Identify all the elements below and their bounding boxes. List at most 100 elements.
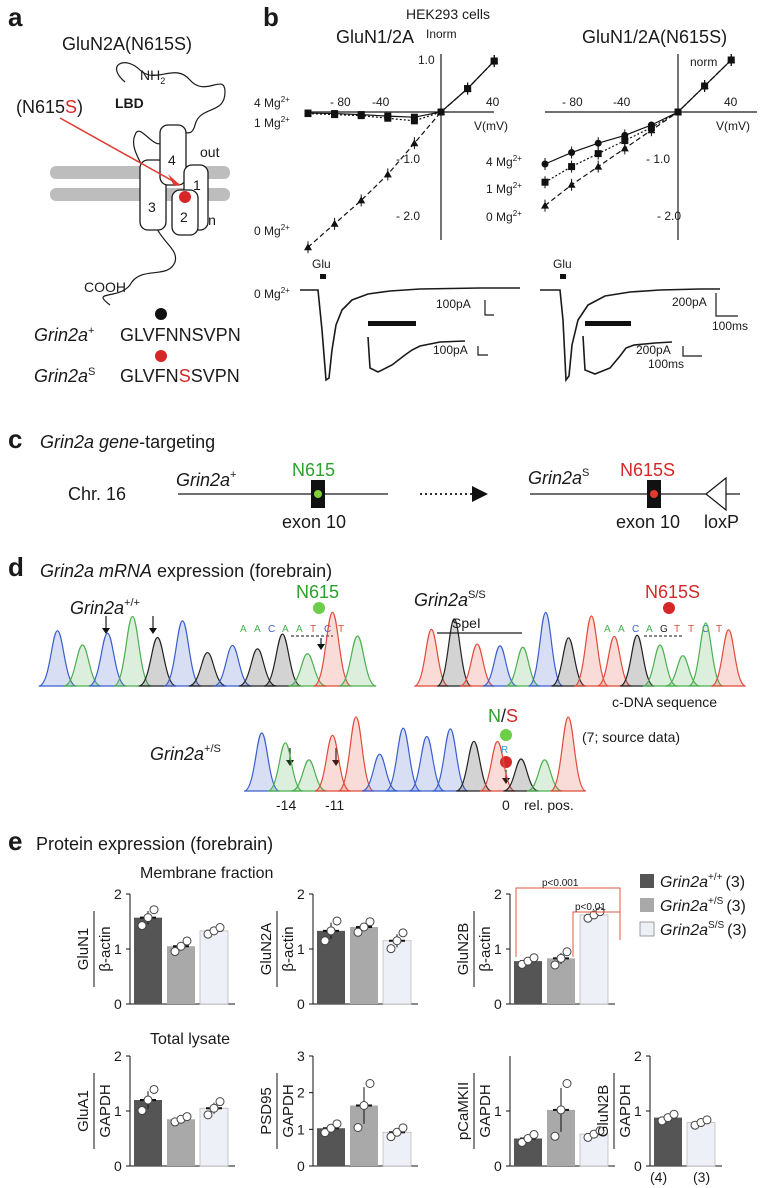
n-terminal-loop [116, 62, 226, 186]
bar-2-0-point-2 [529, 953, 539, 963]
panel-label-e: e [8, 826, 22, 856]
right-series-line-2 [544, 59, 732, 207]
current-trace-left [300, 287, 520, 382]
panel-label-c: c [8, 424, 22, 454]
bar-4-0-point-2 [332, 1119, 342, 1129]
bar-chart-0-ylabel-den: β-actin [97, 926, 114, 971]
bar-0-1-point-2 [182, 936, 192, 946]
bar-chart-1-ticklabel-1: 1 [297, 941, 305, 957]
iv-left-s2-p3-marker [383, 170, 392, 178]
bar-5-1-point-0 [550, 1131, 560, 1141]
bar-chart-3-ticklabel-1: 1 [114, 1103, 122, 1119]
legend-wt: Grin2a+/+(3) [660, 872, 745, 891]
bar-2-1-point-2 [562, 947, 572, 957]
bar-6-0 [654, 1117, 682, 1166]
bar-chart-0-ticklabel-2: 0 [114, 996, 122, 1012]
wt-site-dot-exon [314, 490, 322, 498]
bar-0-1-point-0 [170, 947, 180, 957]
bar-chart-4-ticklabel-0: 3 [297, 1048, 305, 1064]
mut-base-1: A [618, 624, 625, 635]
c-mut-site: N615S [620, 460, 675, 480]
iv-left-legend-0mg: 0 Mg2+ [254, 223, 290, 238]
bar-0-1-point-1 [176, 941, 186, 951]
bar-2-1-point-1 [556, 953, 566, 963]
bar-4-2-point-0 [386, 1132, 396, 1142]
targeting-arrowhead [472, 486, 488, 502]
bar-chart-3-ylabel-den: GAPDH [97, 1084, 114, 1137]
bar-chart-0-ticklabel-1: 1 [114, 941, 122, 957]
iv-left-xtick-80: - 80 [330, 95, 351, 109]
iv-right-legend-0mg: 0 Mg2+ [486, 209, 522, 224]
mut-base-5: T [674, 624, 680, 635]
mutation-site-dot [179, 191, 191, 203]
lysate-n-1: (4) [650, 1169, 667, 1185]
bar-5-1-point-1 [556, 1105, 566, 1115]
d-het-name: Grin2a+/S [150, 743, 221, 764]
mut-base-2: C [632, 624, 639, 635]
iv-left-s0-p4-marker [410, 113, 418, 121]
scale-right-inset-label: 200pA [636, 343, 671, 357]
chromatogram-het [243, 716, 587, 792]
iv-right-legend-1mg: 1 Mg2+ [486, 181, 522, 196]
bracket-p01 [572, 911, 620, 957]
wt-peak-9 [263, 633, 302, 687]
legend-swatch-wt [640, 874, 654, 888]
bar-chart-3-ticklabel-2: 0 [114, 1158, 122, 1174]
iv-left-ylabel: Inorm [426, 27, 457, 41]
mut-peak-8 [596, 635, 632, 687]
wt-peak-4 [138, 636, 177, 687]
loxp-label: loxP [704, 512, 739, 532]
scale-right-bar [715, 293, 738, 317]
membrane-fraction-label: Membrane fraction [140, 865, 273, 882]
het-peak-12 [526, 759, 563, 792]
chromatogram-wt [38, 611, 377, 687]
het-peak-4 [338, 716, 375, 792]
wt-arrowhead-2 [149, 628, 157, 634]
het-peak-7 [408, 735, 445, 792]
bar-3-0-point-1 [143, 1095, 153, 1105]
seq-mut: GLVFNSSVPN [120, 366, 240, 386]
bar-4-1-point-1 [359, 1101, 369, 1110]
bar-4-2-point-1 [392, 1127, 402, 1137]
bar-3-2 [199, 1107, 229, 1167]
pos-m11: -11 [325, 797, 344, 813]
mut-base-6: T [688, 624, 694, 635]
bar-chart-6-ticklabel-1: 1 [634, 1103, 642, 1119]
iv-left-ytick-m2: - 2.0 [396, 209, 420, 223]
lysate-n-2: (3) [693, 1169, 710, 1185]
receptor-topology-diagram [102, 62, 226, 306]
helix-1-label: 1 [193, 177, 201, 193]
legend-swatch-het [640, 898, 654, 912]
left-series-line-2 [307, 60, 495, 248]
wt-base-7: T [338, 624, 344, 635]
bar-1-1 [350, 927, 378, 1004]
iv-left-s1-p1-marker [331, 111, 339, 119]
iv-right-s0-p0-marker [541, 160, 549, 168]
bar-chart-2-ticklabel-2: 0 [494, 996, 502, 1012]
cdna-label: c-DNA sequence [612, 694, 717, 710]
iv-left-legend-4mg: 4 Mg2+ [254, 95, 290, 110]
bar-chart-2-ylabel-num: GluN2B [455, 923, 472, 976]
iv-right-s2-p3-marker [620, 144, 629, 152]
panel-label-a: a [8, 2, 23, 32]
bar-5-0-point-2 [529, 1130, 539, 1140]
helix-3-label: 3 [148, 199, 156, 215]
bar-1-1-point-1 [359, 922, 369, 932]
wt-base-0: A [240, 624, 247, 635]
iv-left-xlabel: V(mV) [474, 119, 508, 133]
bar-3-1 [167, 1119, 195, 1166]
glu-marker-right [560, 274, 566, 279]
scale-left-label: 100pA [436, 297, 471, 311]
wt-peak-10 [288, 653, 327, 687]
iv-right-s2-p0-marker [541, 201, 549, 209]
c-mut-name: Grin2aS [528, 467, 589, 488]
bar-chart-0-ylabel-num: GluN1 [75, 928, 92, 971]
scale-right-inset-time: 100ms [648, 357, 684, 371]
bar-0-2-point-2 [215, 923, 225, 933]
bar-chart-6-ylabel-num: GluN2B [595, 1085, 612, 1138]
